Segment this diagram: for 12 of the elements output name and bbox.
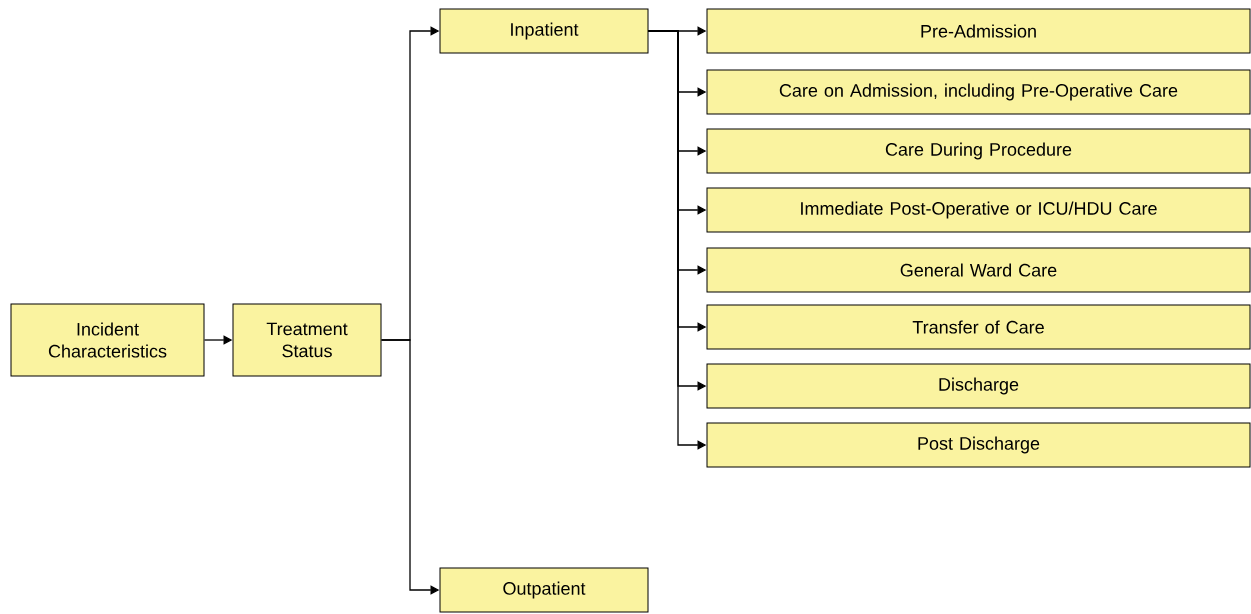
process-box: Post Discharge <box>706 422 1251 468</box>
process-box: Incident Characteristics <box>10 303 205 377</box>
process-box: Care on Admission, including Pre-Operative Care <box>706 69 1251 115</box>
process-box: Discharge <box>706 363 1251 409</box>
process-box: Immediate Post-Operative or ICU/HDU Care <box>706 187 1251 233</box>
process-box: Outpatient <box>439 567 649 613</box>
process-box: Inpatient <box>439 8 649 54</box>
process-box: Treatment Status <box>232 303 382 377</box>
process-box: Pre-Admission <box>706 8 1251 54</box>
process-box: General Ward Care <box>706 247 1251 293</box>
process-box: Transfer of Care <box>706 304 1251 350</box>
process-box: Care During Procedure <box>706 128 1251 174</box>
